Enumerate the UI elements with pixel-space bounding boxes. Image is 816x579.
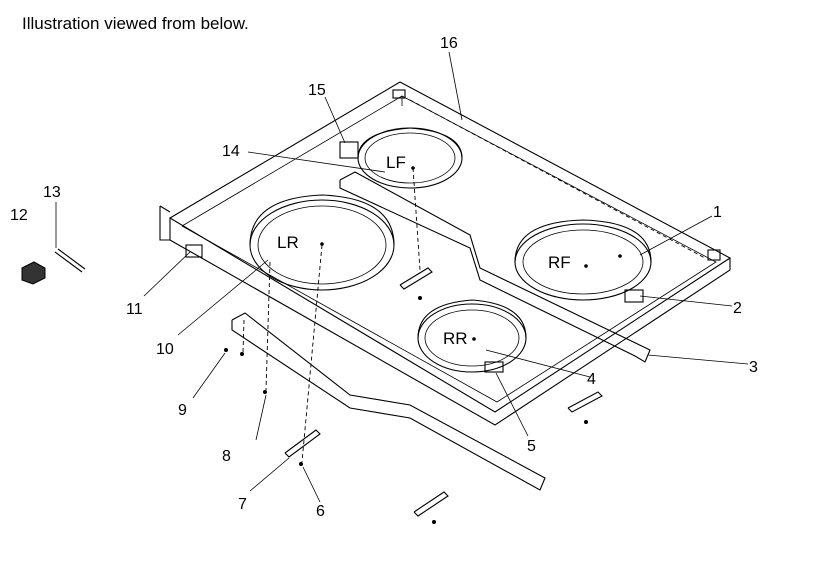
callout-8: 8	[222, 448, 231, 465]
callout-1: 1	[713, 204, 722, 221]
callout-11: 11	[126, 301, 143, 318]
callout-9: 9	[178, 402, 187, 419]
burner-label-rr: RR	[443, 329, 468, 348]
burner-left-rear	[249, 194, 395, 291]
callout-5: 5	[527, 438, 536, 455]
callout-13: 13	[43, 184, 61, 201]
callout-16: 16	[440, 35, 458, 52]
callout-15: 15	[308, 82, 326, 99]
leader-lines	[55, 51, 749, 503]
callout-3: 3	[749, 359, 758, 376]
burner-right-rear	[417, 299, 527, 373]
burner-right-front	[514, 219, 652, 301]
burner-label-lr: LR	[277, 233, 299, 252]
center-brace	[339, 171, 651, 363]
burner-label-rf: RF	[548, 253, 571, 272]
callout-10: 10	[156, 341, 174, 358]
cooktop-tray	[159, 81, 732, 426]
callout-14: 14	[222, 143, 240, 160]
diagram-caption: Illustration viewed from below.	[22, 14, 249, 33]
burner-left-front	[357, 127, 463, 189]
burner-label-lf: LF	[386, 153, 406, 172]
callout-6: 6	[316, 503, 325, 520]
callout-7: 7	[238, 496, 247, 513]
brackets-and-screws	[185, 141, 644, 524]
callout-12: 12	[10, 207, 28, 224]
callout-2: 2	[733, 300, 742, 317]
part-13-rod	[54, 248, 86, 273]
part-12-clip	[21, 261, 46, 285]
callout-4: 4	[587, 371, 596, 388]
front-trim-bar	[231, 312, 546, 491]
